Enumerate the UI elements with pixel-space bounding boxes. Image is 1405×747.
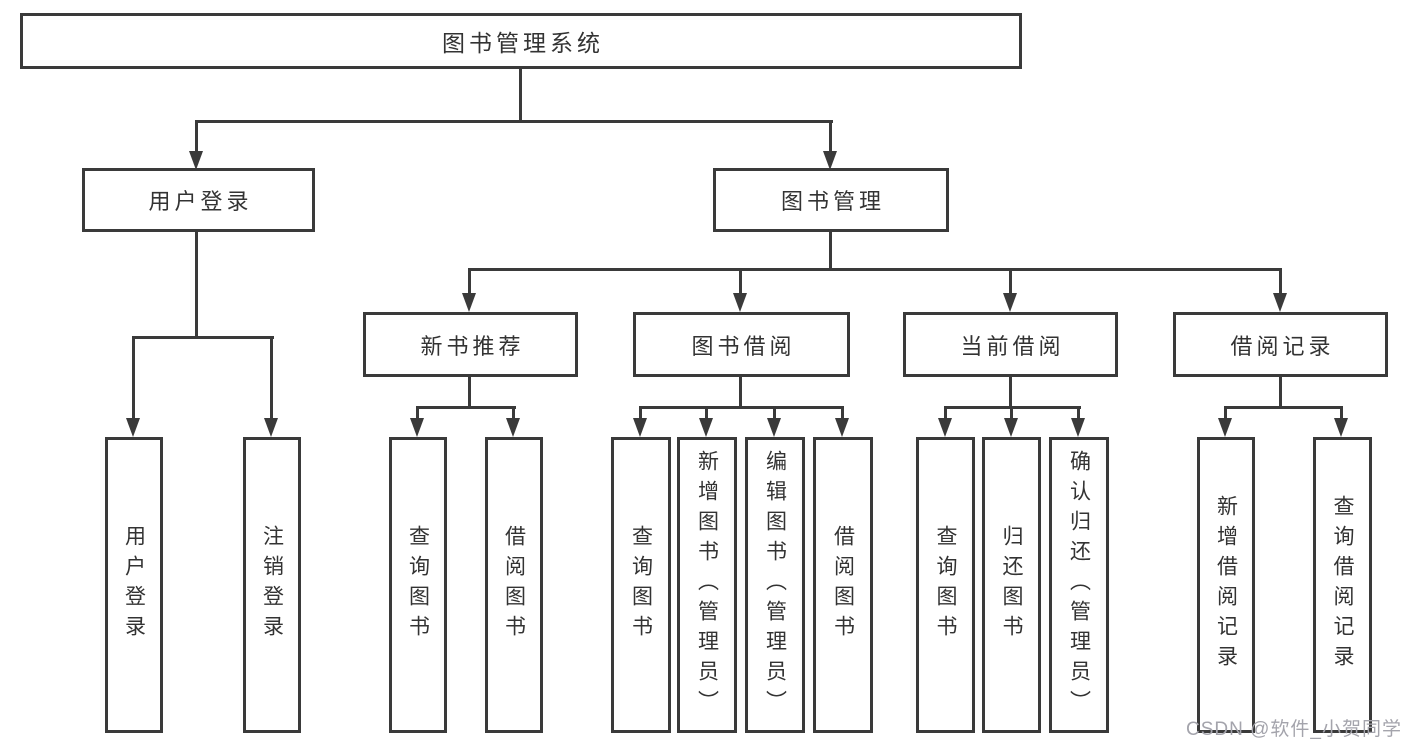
connector-user-login-stub bbox=[195, 231, 198, 336]
leaf-label: 注销登录 bbox=[260, 525, 284, 645]
connector-leaf-line bbox=[841, 406, 844, 420]
connector-root-hline bbox=[195, 120, 833, 123]
leaf-return-book: 归还图书 bbox=[982, 437, 1041, 733]
arrow-down-icon bbox=[1218, 418, 1232, 437]
connector-user-login-hline bbox=[132, 336, 274, 339]
watermark: CSDN @软件_小贺同学 bbox=[1186, 719, 1402, 740]
connector-to-new-book-rec bbox=[468, 268, 471, 296]
connector-book-borrow-hline bbox=[639, 406, 844, 409]
leaf-query-borrow-record: 查询借阅记录 bbox=[1313, 437, 1372, 733]
connector-leaf-line bbox=[1224, 406, 1227, 420]
connector-leaf-line bbox=[705, 406, 708, 420]
connector-leaf-line bbox=[1010, 406, 1013, 420]
connector-leaf-line bbox=[1340, 406, 1343, 420]
leaf-label: 借阅图书 bbox=[831, 525, 855, 645]
leaf-label: 编辑图书（管理员） bbox=[763, 450, 787, 720]
leaf-confirm-return-admin: 确认归还（管理员） bbox=[1049, 437, 1109, 733]
connector-current-borrow-stub bbox=[1009, 377, 1012, 406]
connector-root-to-book-mgmt bbox=[829, 120, 832, 154]
connector-to-current-borrow bbox=[1009, 268, 1012, 296]
arrow-down-icon bbox=[1003, 293, 1017, 312]
node-current-borrowing: 当前借阅 bbox=[903, 312, 1118, 377]
node-user-login: 用户登录 bbox=[82, 168, 315, 232]
leaf-add-borrow-record: 新增借阅记录 bbox=[1197, 437, 1255, 733]
connector-root-stub bbox=[519, 69, 522, 120]
node-new-book-recommend: 新书推荐 bbox=[363, 312, 578, 377]
arrow-down-icon bbox=[823, 151, 837, 170]
connector-borrow-records-hline bbox=[1224, 406, 1343, 409]
arrow-down-icon bbox=[410, 418, 424, 437]
node-root-system: 图书管理系统 bbox=[20, 13, 1022, 69]
leaf-label: 新增图书（管理员） bbox=[695, 450, 719, 720]
arrow-down-icon bbox=[633, 418, 647, 437]
leaf-label: 借阅图书 bbox=[502, 525, 526, 645]
arrow-down-icon bbox=[1273, 293, 1287, 312]
leaf-label: 查询图书 bbox=[406, 525, 430, 645]
leaf-label: 确认归还（管理员） bbox=[1067, 450, 1091, 720]
arrow-down-icon bbox=[126, 418, 140, 437]
connector-leaf-line bbox=[639, 406, 642, 420]
arrow-down-icon bbox=[264, 418, 278, 437]
arrow-down-icon bbox=[733, 293, 747, 312]
connector-book-mgmt-hline bbox=[468, 268, 1282, 271]
connector-new-book-rec-hline bbox=[416, 406, 516, 409]
arrow-down-icon bbox=[1004, 418, 1018, 437]
connector-leaf-line bbox=[416, 406, 419, 420]
arrow-down-icon bbox=[835, 418, 849, 437]
arrow-down-icon bbox=[699, 418, 713, 437]
arrow-down-icon bbox=[1334, 418, 1348, 437]
leaf-borrow-books-borrowing: 借阅图书 bbox=[813, 437, 873, 733]
arrow-down-icon bbox=[189, 151, 203, 170]
leaf-edit-book-admin: 编辑图书（管理员） bbox=[745, 437, 805, 733]
leaf-logout: 注销登录 bbox=[243, 437, 301, 733]
leaf-user-login: 用户登录 bbox=[105, 437, 163, 733]
leaf-label: 新增借阅记录 bbox=[1214, 495, 1238, 675]
leaf-add-book-admin: 新增图书（管理员） bbox=[677, 437, 737, 733]
arrow-down-icon bbox=[506, 418, 520, 437]
arrow-down-icon bbox=[462, 293, 476, 312]
arrow-down-icon bbox=[938, 418, 952, 437]
leaf-query-books-borrowing: 查询图书 bbox=[611, 437, 671, 733]
leaf-query-books-current: 查询图书 bbox=[916, 437, 975, 733]
leaf-label: 归还图书 bbox=[1000, 525, 1023, 645]
node-book-borrowing: 图书借阅 bbox=[633, 312, 850, 377]
leaf-label: 查询借阅记录 bbox=[1331, 495, 1354, 675]
connector-root-to-user-login bbox=[195, 120, 198, 154]
leaf-query-books-recommend: 查询图书 bbox=[389, 437, 447, 733]
connector-book-mgmt-stub bbox=[829, 231, 832, 268]
connector-leaf-line bbox=[944, 406, 947, 420]
leaf-borrow-books-recommend: 借阅图书 bbox=[485, 437, 543, 733]
arrow-down-icon bbox=[1071, 418, 1085, 437]
arrow-down-icon bbox=[767, 418, 781, 437]
connector-to-leaf-logout bbox=[270, 336, 273, 420]
leaf-label: 用户登录 bbox=[122, 525, 146, 645]
connector-to-book-borrow bbox=[739, 268, 742, 296]
connector-to-leaf-user-login bbox=[132, 336, 135, 420]
connector-leaf-line bbox=[512, 406, 515, 420]
connector-new-book-rec-stub bbox=[468, 377, 471, 406]
connector-book-borrow-stub bbox=[739, 377, 742, 406]
connector-to-borrow-records bbox=[1279, 268, 1282, 296]
node-book-management: 图书管理 bbox=[713, 168, 949, 232]
node-borrowing-records: 借阅记录 bbox=[1173, 312, 1388, 377]
connector-leaf-line bbox=[1077, 406, 1080, 420]
leaf-label: 查询图书 bbox=[934, 525, 957, 645]
leaf-label: 查询图书 bbox=[629, 525, 653, 645]
connector-leaf-line bbox=[773, 406, 776, 420]
connector-borrow-records-stub bbox=[1279, 377, 1282, 406]
